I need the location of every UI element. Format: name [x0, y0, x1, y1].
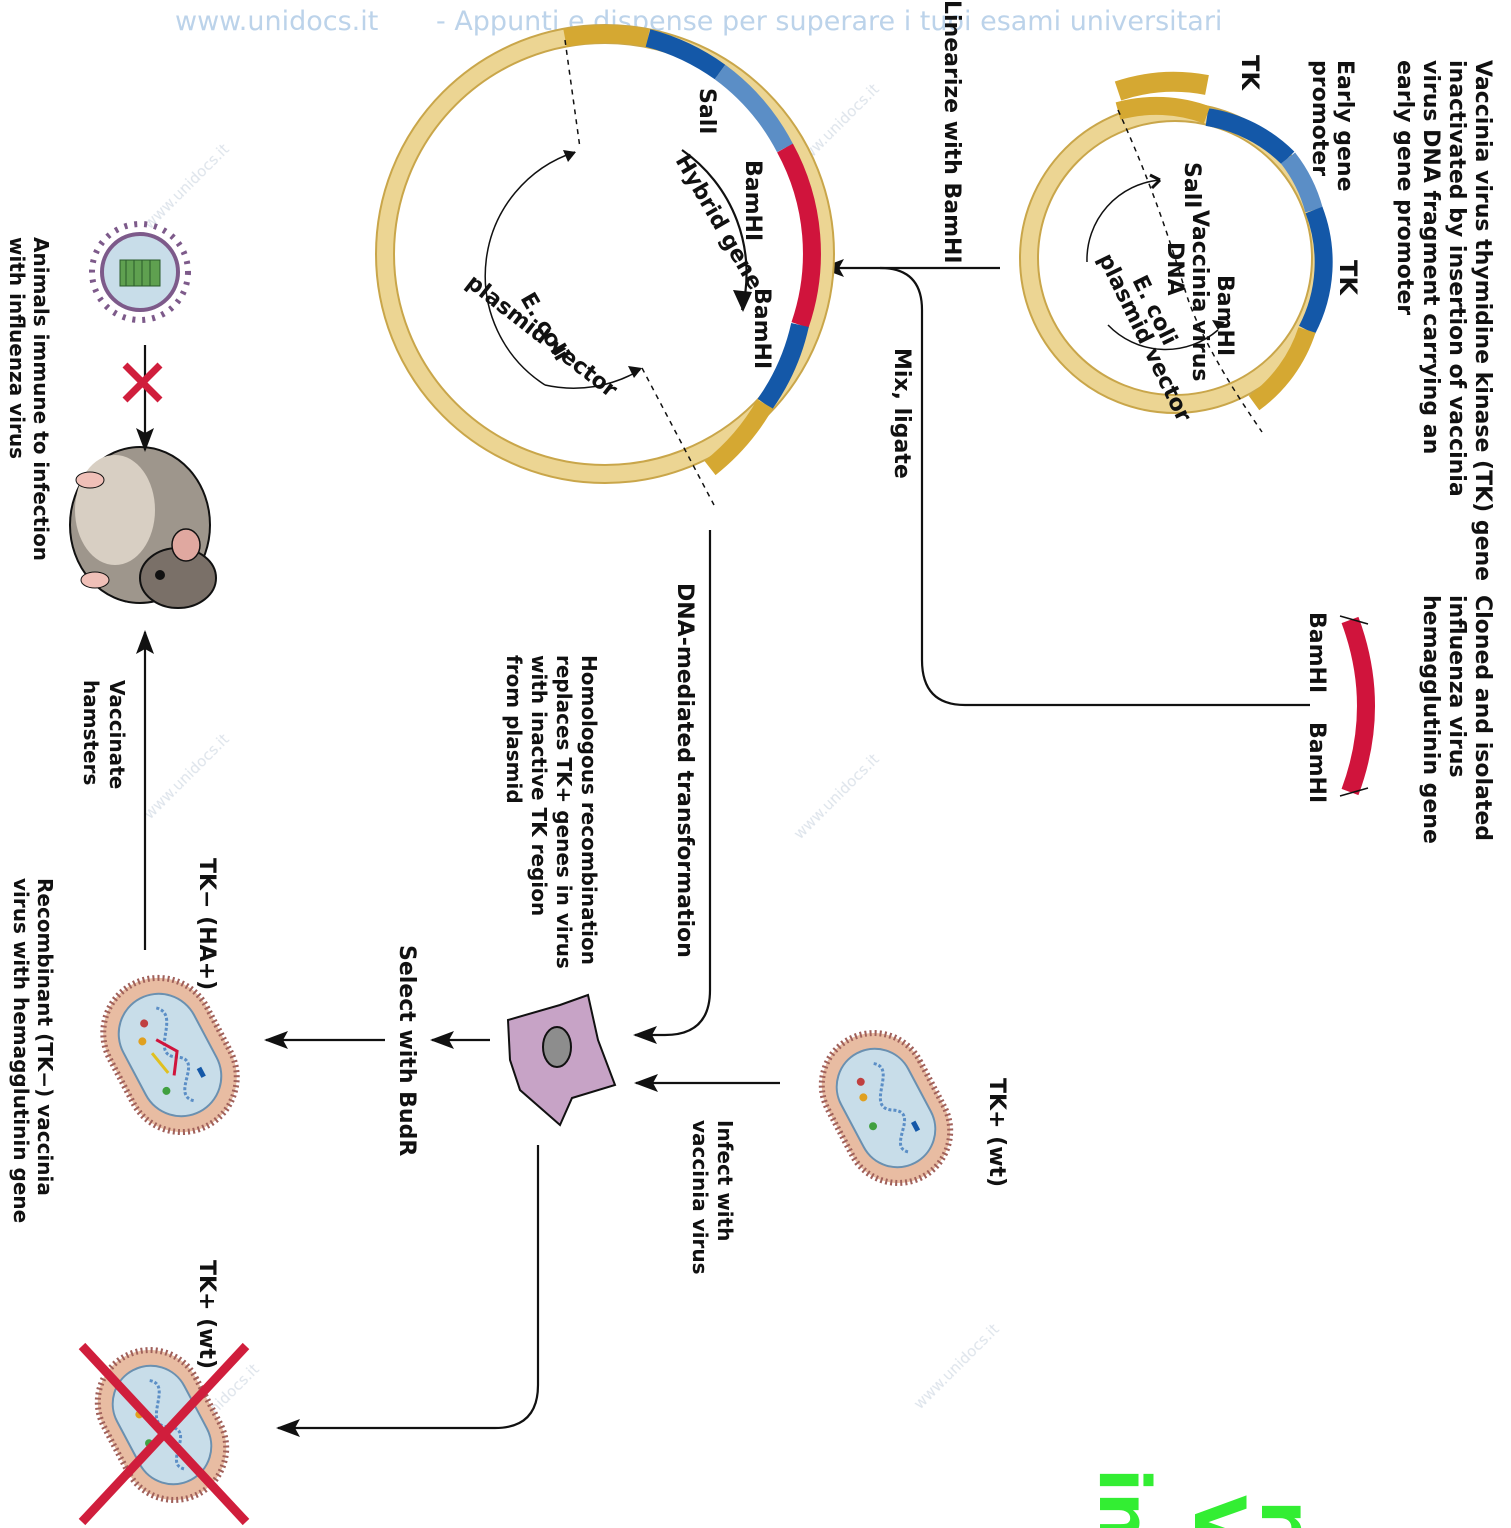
- transformation-arrow: [633, 530, 712, 1044]
- promoter-segment: [1114, 71, 1209, 101]
- note-line: early gene promoter: [1392, 60, 1417, 315]
- vaccinia-dna-label-line1: Vaccinia virus: [1187, 210, 1212, 382]
- diagonal-watermark: www.unidocs.it: [140, 730, 233, 823]
- plasmid2-bamhi-1: BamHI: [740, 160, 765, 241]
- plasmid-1: SalI BamHI Vaccinia virus DNA E. coli pl…: [1019, 71, 1333, 433]
- cloned-gene-note-3: hemagglutinin gene: [1418, 595, 1443, 844]
- hybrid-ha-segment: [777, 143, 821, 328]
- plasmid-2: SalI BamHI BamHI Hybrid gene E. coli pla…: [375, 24, 835, 506]
- plasmid2-sali-label: SalI: [694, 88, 719, 134]
- recombinant-label: TK− (HA+): [194, 858, 219, 990]
- slide-fragment-3: in: [1083, 1468, 1165, 1528]
- tk-segment-right: [1298, 206, 1333, 335]
- note-line: virus DNA fragment carrying an: [1418, 60, 1443, 454]
- tk-label-right: TK: [1334, 260, 1362, 296]
- ligation-arrows: [820, 259, 1310, 707]
- recombinant-virus: [100, 974, 240, 1136]
- immune-note-2: with influenza virus: [5, 237, 29, 459]
- early-promoter-label-1: Early gene: [1332, 60, 1357, 192]
- wt-virus-bottom-label: TK+ (wt): [194, 1260, 219, 1369]
- ha-gene-fragment: BamHI BamHI: [1304, 612, 1375, 803]
- diagonal-watermark: www.unidocs.it: [910, 1320, 1003, 1413]
- tk-label-left: TK: [1236, 55, 1264, 91]
- transformation-label: DNA-mediated transformation: [672, 583, 697, 958]
- vaccinate-label-1: Vaccinate: [105, 680, 129, 789]
- ha-bamhi-left: BamHI: [1304, 612, 1329, 693]
- blocked-infection-arrow: [122, 345, 163, 452]
- plasmid1-sali-label: SalI: [1179, 162, 1204, 208]
- early-promoter-label-2: promoter: [1307, 60, 1332, 176]
- influenza-virus-icon: [89, 221, 191, 323]
- select-label: Select with BudR: [394, 945, 419, 1156]
- plasmid1-bamhi-label: BamHI: [1212, 275, 1237, 356]
- note-line: inactivated by insertion of vaccinia: [1444, 60, 1469, 497]
- tk-inactivation-note: Vaccinia virus thymidine kinase (TK) gen…: [1392, 60, 1495, 581]
- note-line: with inactive TK region: [527, 655, 551, 916]
- vaccinia-dna-label-line2: DNA: [1162, 242, 1187, 296]
- cloned-gene-note-1: Cloned and isolated: [1470, 595, 1495, 841]
- note-line: replaces TK+ genes in virus: [552, 655, 576, 969]
- recombinant-note-2: virus with hemagglutinin gene: [9, 878, 33, 1223]
- ha-bamhi-right: BamHI: [1304, 722, 1329, 803]
- recombinant-note-1: Recombinant (TK−) vaccinia: [33, 878, 57, 1196]
- vaccinia-dna-segment: [1280, 152, 1323, 213]
- recombination-note: Homologous recombination replaces TK+ ge…: [502, 655, 601, 969]
- vaccinate-label-2: hamsters: [79, 680, 103, 785]
- infect-label-2: vaccinia virus: [688, 1120, 712, 1275]
- wt-virus-top: [818, 1030, 954, 1186]
- cloned-gene-note-2: influenza virus: [1444, 595, 1469, 778]
- infect-label-1: Infect with: [713, 1120, 737, 1241]
- hamster-icon: [69, 446, 217, 609]
- diagonal-watermark: www.unidocs.it: [140, 140, 233, 233]
- note-line: Homologous recombination: [577, 655, 601, 965]
- wt-virus-crossed: [78, 1342, 250, 1526]
- slide-fragment-1: r: [1245, 1500, 1327, 1528]
- promoter-segment-2: [1248, 327, 1316, 411]
- note-line: Vaccinia virus thymidine kinase (TK) gen…: [1470, 60, 1495, 581]
- note-line: from plasmid: [502, 655, 526, 804]
- plasmid2-bamhi-2: BamHI: [749, 288, 774, 369]
- host-cell: [506, 993, 617, 1127]
- diagonal-watermark: www.unidocs.it: [790, 750, 883, 843]
- slide-fragment-2: V: [1178, 1495, 1260, 1528]
- immune-note-1: Animals immune to infection: [29, 237, 53, 561]
- header-watermark-site: www.unidocs.it: [175, 6, 378, 37]
- wt-virus-top-label: TK+ (wt): [984, 1078, 1009, 1187]
- tk-segment-left: [1205, 108, 1295, 165]
- linearize-label: Linearize with BamHI: [939, 0, 964, 264]
- mix-ligate-label: Mix, ligate: [889, 348, 914, 479]
